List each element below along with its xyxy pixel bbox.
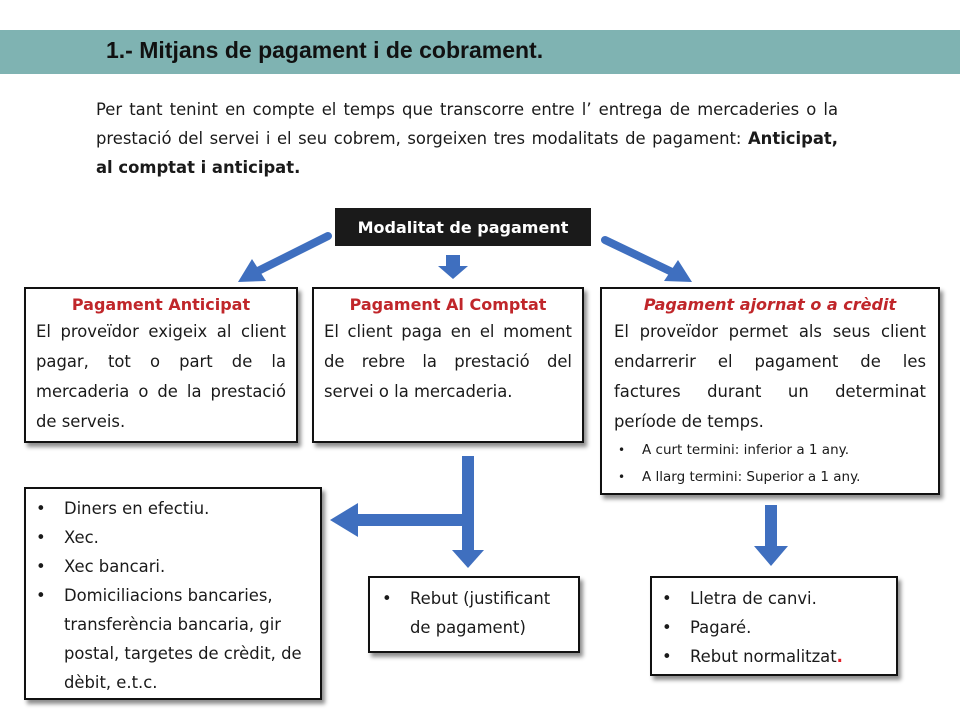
list-item: Rebut normalitzat. (662, 642, 888, 671)
arrow-comptat-to-metodes (330, 456, 474, 537)
list-item: Xec. (36, 523, 312, 552)
list-item: Xec bancari. (36, 552, 312, 581)
node-description: El client paga en el moment de rebre la … (324, 322, 572, 401)
intro-text: Per tant tenint en compte el temps que t… (96, 100, 838, 148)
arrow-comptat-to-rebut (452, 520, 484, 568)
red-period-mark: . (836, 647, 843, 666)
list-item: Lletra de canvi. (662, 584, 888, 613)
list-item: Rebut (justificant de pagament) (382, 584, 570, 642)
node-pagament-comptat: Pagament Al Comptat El client paga en el… (312, 287, 584, 443)
rebut-list: Rebut (justificant de pagament) (382, 584, 570, 642)
intro-bold-text: Anticipat, al comptat i anticipat. (96, 129, 838, 177)
list-item: A llarg termini: Superior a 1 any. (618, 464, 926, 491)
documents-list: Lletra de canvi. Pagaré. Rebut normalitz… (662, 584, 888, 671)
arrow-to-comptat (438, 255, 468, 279)
node-pagament-ajornat: Pagament ajornat o a crèdit El proveïdor… (600, 287, 940, 495)
list-item: Pagaré. (662, 613, 888, 642)
arrow-to-anticipat (238, 232, 332, 282)
node-title: Pagament Al Comptat (349, 295, 547, 314)
title-bar (0, 30, 960, 74)
root-node-modalitat: Modalitat de pagament (335, 208, 591, 246)
list-item: A curt termini: inferior a 1 any. (618, 437, 926, 464)
node-title: Pagament ajornat o a crèdit (643, 295, 897, 314)
node-description: El proveïdor exigeix al client pagar, to… (36, 322, 286, 431)
list-item: Diners en efectiu. (36, 494, 312, 523)
intro-paragraph: Per tant tenint en compte el temps que t… (96, 95, 838, 182)
node-payment-methods: Diners en efectiu. Xec. Xec bancari. Dom… (24, 487, 322, 700)
node-rebut: Rebut (justificant de pagament) (368, 576, 580, 653)
node-title: Pagament Anticipat (71, 295, 251, 314)
node-pagament-anticipat: Pagament Anticipat El proveïdor exigeix … (24, 287, 298, 443)
arrow-ajornat-to-documents (754, 505, 788, 566)
methods-list: Diners en efectiu. Xec. Xec bancari. Dom… (36, 494, 312, 697)
node-credit-documents: Lletra de canvi. Pagaré. Rebut normalitz… (650, 576, 898, 676)
page-title: 1.- Mitjans de pagament i de cobrament. (106, 37, 544, 63)
arrow-to-ajornat (601, 236, 692, 282)
list-item-text: Rebut normalitzat (690, 647, 837, 666)
list-item: Domiciliacions bancaries, transferència … (36, 581, 312, 697)
term-list: A curt termini: inferior a 1 any. A llar… (614, 437, 926, 491)
node-description: El proveïdor permet als seus client enda… (614, 322, 926, 431)
